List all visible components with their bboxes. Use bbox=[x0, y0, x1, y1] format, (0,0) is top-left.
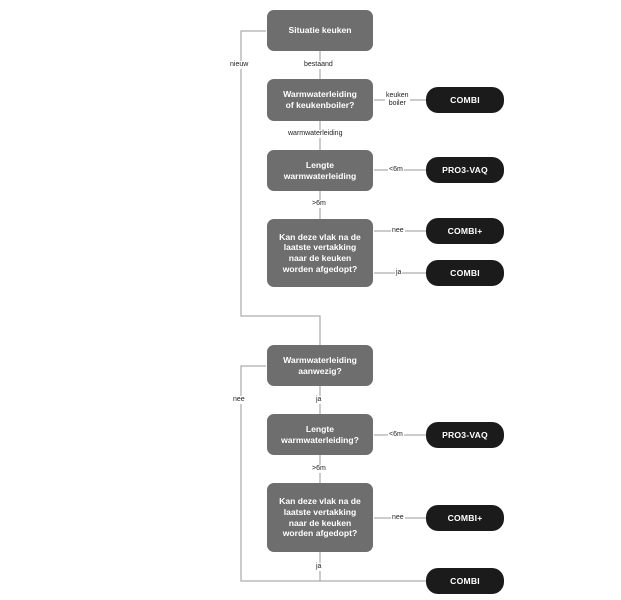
edge-label-bestaand: bestaand bbox=[303, 61, 334, 70]
edge-label-warmwaterleiding: warmwaterleiding bbox=[287, 130, 344, 139]
result-combi-2: COMBI bbox=[426, 260, 504, 286]
edge-label-lt6m-1: <6m bbox=[388, 166, 404, 175]
node-warmwaterleiding-aanwezig: Warmwaterleiding aanwezig? bbox=[267, 345, 373, 386]
edge-label-ja-2: ja bbox=[315, 396, 323, 405]
edge-nee-left bbox=[240, 365, 426, 582]
result-combi-plus-2: COMBI+ bbox=[426, 505, 504, 531]
edge-label-nee-1: nee bbox=[391, 227, 405, 236]
edge-label-nee-left: nee bbox=[232, 396, 246, 405]
node-situatie-keuken: Situatie keuken bbox=[267, 10, 373, 51]
result-combi-1: COMBI bbox=[426, 87, 504, 113]
result-combi-plus-1: COMBI+ bbox=[426, 218, 504, 244]
edge-label-gt6m-2: >6m bbox=[311, 465, 327, 474]
result-pro3-vaq-2: PRO3-VAQ bbox=[426, 422, 504, 448]
result-pro3-vaq-1: PRO3-VAQ bbox=[426, 157, 504, 183]
node-warmwaterleiding-of-keukenboiler: Warmwaterleiding of keukenboiler? bbox=[267, 79, 373, 121]
edge-label-nieuw: nieuw bbox=[229, 61, 250, 70]
edge-label-ja-3: ja bbox=[315, 563, 323, 572]
edge-label-lt6m-2: <6m bbox=[388, 431, 404, 440]
node-afdoppen-vraag-2: Kan deze vlak na de laatste vertakking n… bbox=[267, 483, 373, 552]
edge-label-gt6m-1: >6m bbox=[311, 200, 327, 209]
edge-nieuw bbox=[240, 30, 321, 345]
edge-label-keukenboiler: keuken boiler bbox=[385, 92, 410, 109]
edge-label-nee-2: nee bbox=[391, 514, 405, 523]
node-afdoppen-vraag: Kan deze vlak na de laatste vertakking n… bbox=[267, 219, 373, 287]
node-lengte-warmwaterleiding: Lengte warmwaterleiding bbox=[267, 150, 373, 191]
result-combi-3: COMBI bbox=[426, 568, 504, 594]
node-lengte-warmwaterleiding-vraag: Lengte warmwaterleiding? bbox=[267, 414, 373, 455]
edge-label-ja-1: ja bbox=[395, 269, 403, 278]
